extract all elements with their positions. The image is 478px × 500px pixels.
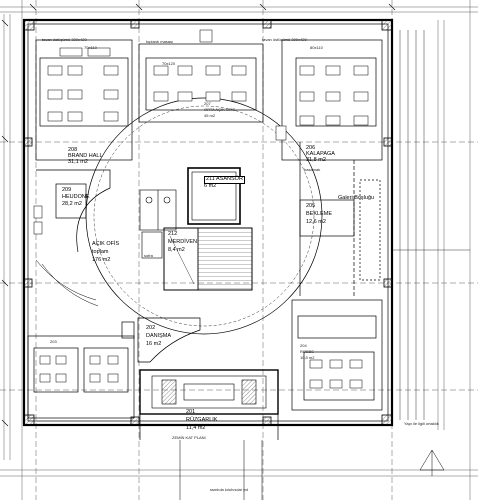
room-209-number: 209 [62,187,72,193]
rotunda-circle [85,97,323,335]
room-202-name: DANIŞMA [146,333,172,339]
room-205-name: BEKLEME [306,211,332,217]
columns [23,19,393,426]
outer-walls [22,18,394,427]
room-203-number: 203 [50,339,57,344]
room-208-name: BRAND HALL [68,153,103,159]
room-202-number: 202 [146,325,156,331]
room-212-name: MERDİVEN [168,239,198,245]
annotation-stair: sofra [144,253,153,258]
desks-204 [309,359,363,389]
room-204-name: ROBBE [300,349,315,354]
room-205-area: 12,6 m2 [306,219,326,225]
room-number: 211 [206,176,215,182]
room-211-area: 6 m2 [204,183,217,189]
annotation-table-1: tavan üstüçümü 300x420 [42,37,87,42]
room-201-number: 201 [186,409,196,415]
annotation-bottom-right: Yapı ile ilgili ortaklık [404,421,439,426]
room-name: ASANSÖR [216,176,243,182]
inner-wall-line [27,23,389,422]
room-206-outline [281,39,383,161]
room-203-outline [27,335,135,419]
room-204-area: 10,5 m2 [300,355,315,360]
staircase-212 [163,227,253,291]
room-206-area: 31,8 m2 [306,157,326,163]
open-office-label: AÇIK OFİS [92,241,120,247]
room-208-outline [35,39,133,161]
bottom-site [179,440,445,500]
room-201-area: 11,4 m2 [186,425,206,431]
curved-desks [33,205,99,307]
reception-202 [121,317,201,363]
curved-wall-209 [36,169,111,253]
room-208-number: 208 [68,147,78,153]
annotation-footer: ZEMİN KAT PLANI [172,435,206,440]
room-207-name: ORTA AÇIK OFİS [204,107,236,112]
room-212-area: 8,4 m2 [168,247,185,253]
annotation-bottom: ssmlıda kıluhısılar yol [210,487,249,492]
annotation-table-2: toplantı masası [146,39,174,44]
dimension-ticks [1,3,396,427]
annotation-desk-c: 80x110 [310,45,323,50]
room-207-area: 45 m2 [204,113,216,118]
wc-block [139,189,177,259]
room-207-number: 207 [204,101,211,106]
desks-208 [47,47,119,122]
room-202-area: 16 m2 [146,341,162,347]
annotation-desk-b: 70x120 [162,61,176,66]
room-209-name: HEUDONE [62,194,90,200]
open-office-total: toplam [92,249,109,255]
facade-strips [392,30,470,420]
room-207-outline [138,43,264,123]
room-201-name: RÜZGARLIK [186,417,218,423]
room-212-number: 212 [168,231,178,237]
room-204-outline [291,299,383,411]
annotation-desk-a: 70x110 [84,45,97,50]
room-211-label: 211 ASANSÖR [204,176,245,184]
room-209-area: 28,2 m2 [62,201,82,207]
room-205-outline [299,142,381,296]
open-office-area: 176 m2 [92,257,111,263]
annotation-table-3: tavan üstüçümü 300x420 [262,37,307,42]
gallery-label: Galeri Boşluğu [338,195,375,201]
room-205-number: 205 [306,203,316,209]
desks-203 [39,355,119,383]
room-208-area: 31,1 m2 [68,159,88,165]
elevator-211 [187,167,241,225]
room-206-name: KALAPAGA [306,151,335,157]
desks-207 [153,29,247,102]
annotation-step: basamak [304,167,321,172]
room-206-number: 206 [306,145,316,151]
entrance-201 [139,369,279,440]
desks-206 [275,65,369,141]
room-204-number: 204 [300,343,307,348]
